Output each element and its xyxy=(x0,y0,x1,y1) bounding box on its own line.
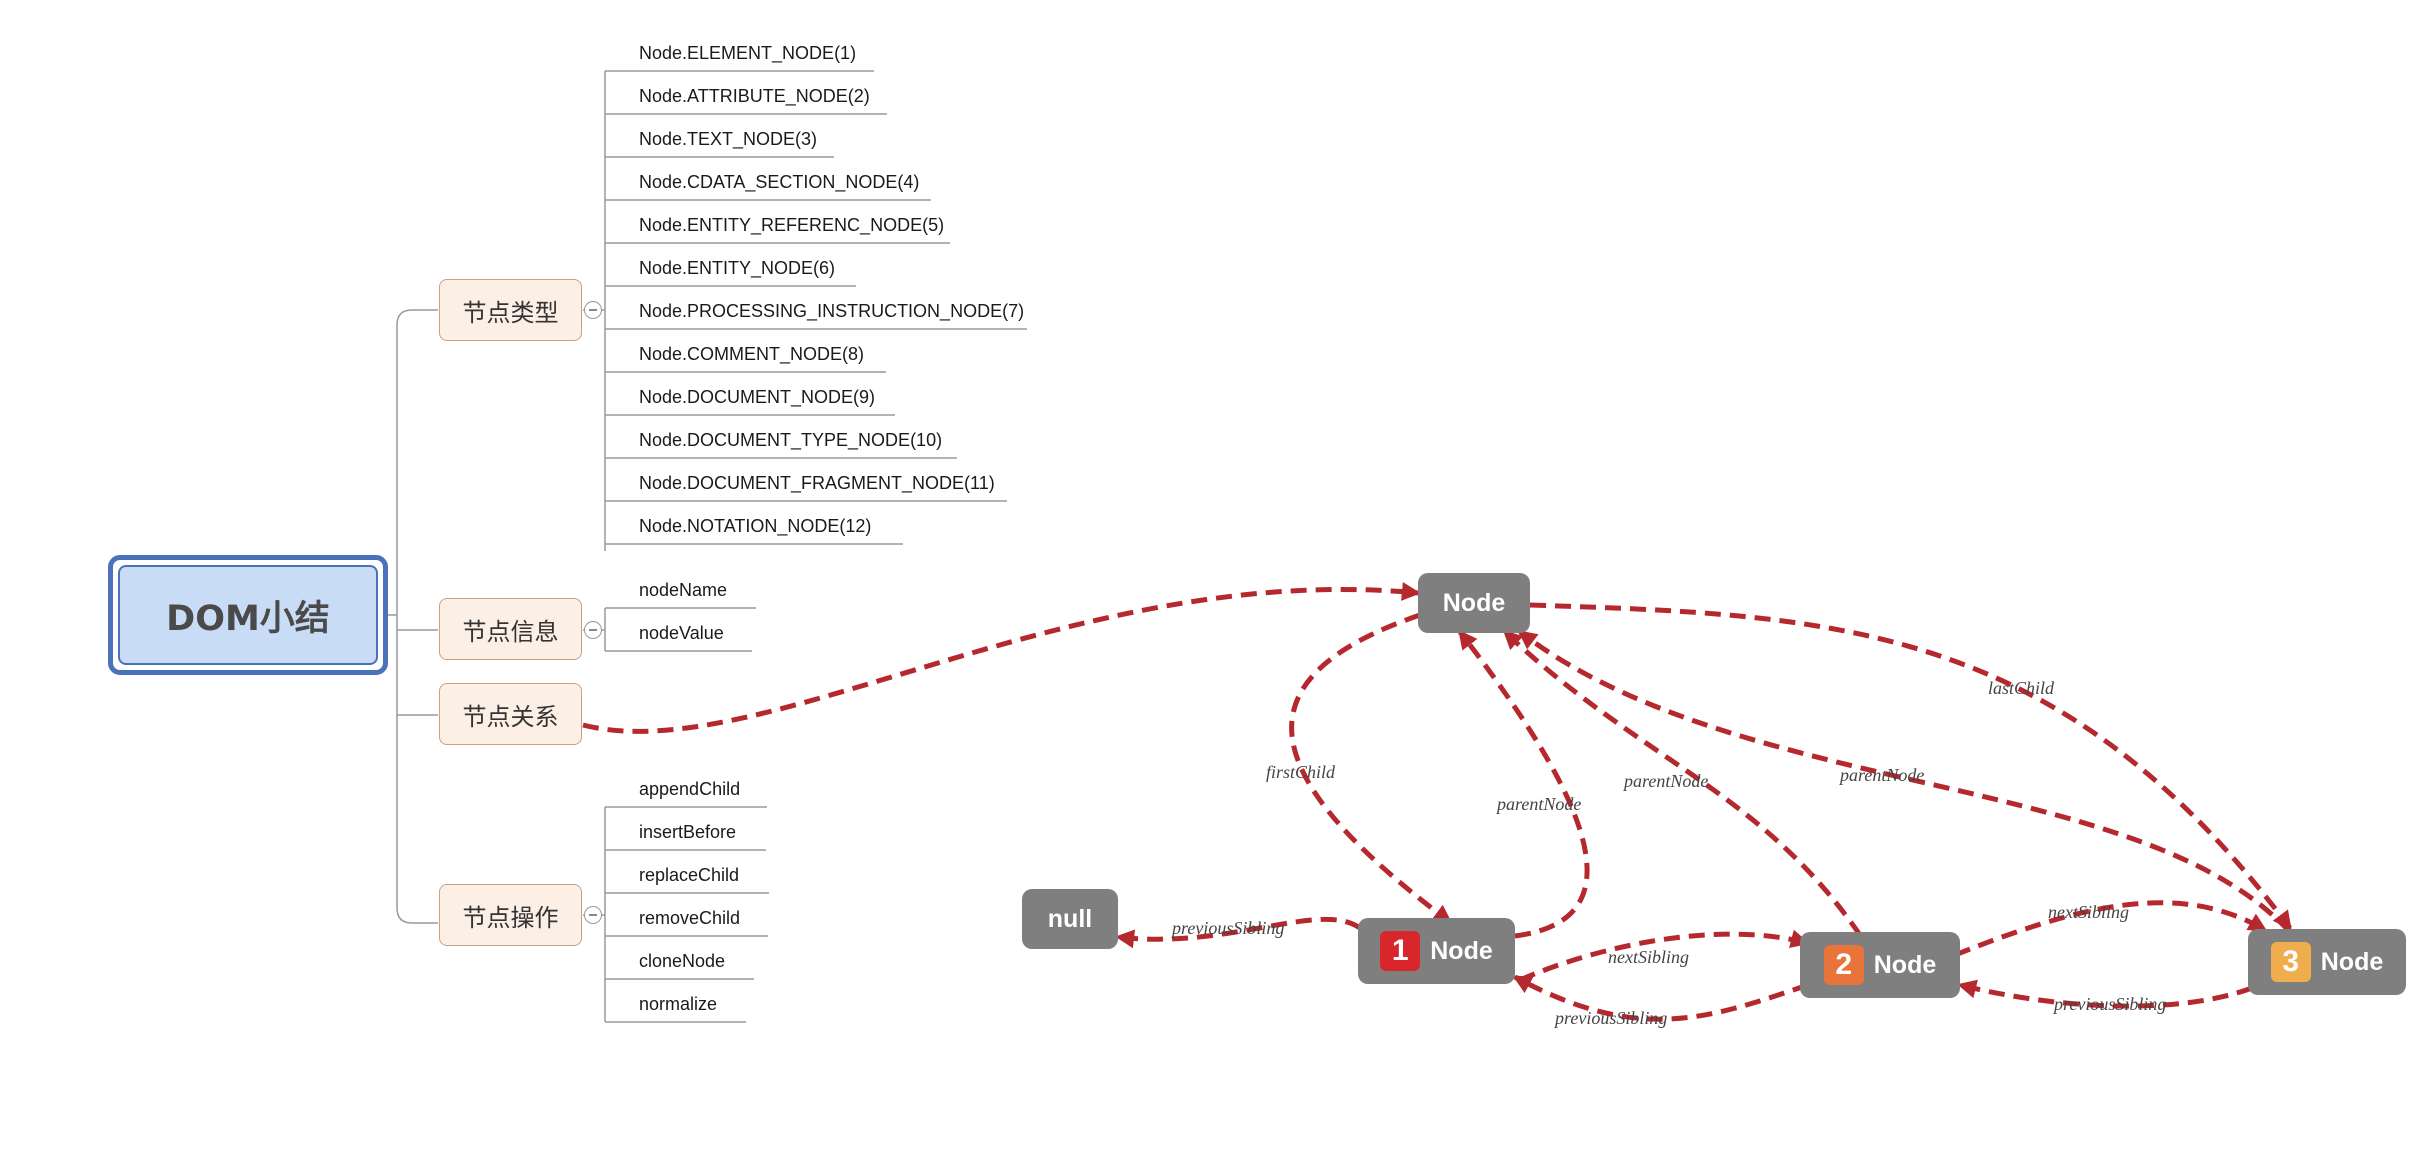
leaf-normalize[interactable]: normalize xyxy=(639,994,718,1014)
graph-child-node-2[interactable]: 2 Node xyxy=(1800,932,1960,998)
edge-label-nextSibling-2-3: nextSibling xyxy=(2048,902,2129,922)
topic-node-ops[interactable]: 节点操作 xyxy=(439,884,582,946)
edge-prev-2-1 xyxy=(1512,974,1809,1022)
graph-parent-node[interactable]: Node xyxy=(1418,573,1530,633)
leaf-processing-instruction-node[interactable]: Node.PROCESSING_INSTRUCTION_NODE(7) xyxy=(639,301,1025,321)
leaf-cdata-section-node[interactable]: Node.CDATA_SECTION_NODE(4) xyxy=(639,172,920,192)
graph-null-node-label: null xyxy=(1047,904,1093,933)
leaf-attribute-node[interactable]: Node.ATTRIBUTE_NODE(2) xyxy=(639,86,870,106)
topic-node-types-label: 节点类型 xyxy=(462,298,559,327)
leaf-nodeName[interactable]: nodeName xyxy=(639,580,728,600)
edge-label-previousSibling-2-1: previousSibling xyxy=(1555,1008,1668,1028)
graph-child-node-1-label: Node xyxy=(1430,936,1493,965)
edge-prev-3-2 xyxy=(1957,979,2253,1009)
graph-child-node-2-label: Node xyxy=(1873,950,1937,979)
topic-node-ops-label: 节点操作 xyxy=(462,903,559,932)
graph-child-node-3[interactable]: 3 Node xyxy=(2248,929,2406,995)
collapse-node-ops-toggle[interactable] xyxy=(584,906,602,924)
leaf-notation-node[interactable]: Node.NOTATION_NODE(12) xyxy=(639,516,872,536)
leaf-entity-node[interactable]: Node.ENTITY_NODE(6) xyxy=(639,258,836,278)
graph-child-node-3-label: Node xyxy=(2320,947,2384,976)
topic-node-info[interactable]: 节点信息 xyxy=(439,598,582,660)
badge-2-icon: 2 xyxy=(1823,945,1864,985)
edge-firstChild xyxy=(1289,612,1453,925)
leaf-entity-reference-node[interactable]: Node.ENTITY_REFERENC_NODE(5) xyxy=(639,215,945,235)
leaf-document-type-node[interactable]: Node.DOCUMENT_TYPE_NODE(10) xyxy=(639,430,943,450)
edge-parent-from-3 xyxy=(1517,630,2292,934)
edge-prev-null xyxy=(1115,916,1362,949)
edge-label-nextSibling-1-2: nextSibling xyxy=(1608,947,1689,967)
edge-label-lastChild: lastChild xyxy=(1988,678,2055,698)
edge-label-parentNode-2: parentNode xyxy=(1624,771,1709,791)
topic-node-relations[interactable]: 节点关系 xyxy=(439,683,582,745)
leaf-replaceChild[interactable]: replaceChild xyxy=(639,865,740,885)
edge-next-2-3 xyxy=(1954,900,2268,958)
edge-label-parentNode-3: parentNode xyxy=(1840,765,1925,785)
root-topic[interactable]: DOM小结 xyxy=(108,555,388,675)
node-types-bracket xyxy=(604,70,1027,551)
leaf-removeChild[interactable]: removeChild xyxy=(639,908,741,928)
tree-trunk-connector xyxy=(388,309,438,924)
edge-next-1-2 xyxy=(1518,929,1810,983)
leaf-comment-node[interactable]: Node.COMMENT_NODE(8) xyxy=(639,344,865,364)
leaf-appendChild[interactable]: appendChild xyxy=(639,779,741,799)
edge-relation-to-node xyxy=(582,582,1421,734)
edge-label-firstChild: firstChild xyxy=(1266,762,1336,782)
topic-node-relations-label: 节点关系 xyxy=(462,702,559,731)
edge-label-previousSibling-3-2: previousSibling xyxy=(2054,994,2167,1014)
leaf-insertBefore[interactable]: insertBefore xyxy=(639,822,737,842)
edge-label-previousSibling-null: previousSibling xyxy=(1172,918,1285,938)
badge-1-icon: 1 xyxy=(1380,931,1421,971)
leaf-text-node[interactable]: Node.TEXT_NODE(3) xyxy=(639,129,818,149)
edge-label-parentNode-1: parentNode xyxy=(1497,794,1582,814)
collapse-node-types-toggle[interactable] xyxy=(584,301,602,319)
leaf-nodeValue[interactable]: nodeValue xyxy=(639,623,724,643)
collapse-stubs xyxy=(583,309,605,916)
root-topic-label: DOM小结 xyxy=(118,565,378,665)
leaf-element-node[interactable]: Node.ELEMENT_NODE(1) xyxy=(639,43,857,63)
topic-node-info-label: 节点信息 xyxy=(462,617,559,646)
edge-parent-from-1 xyxy=(1458,629,1590,939)
collapse-node-info-toggle[interactable] xyxy=(584,621,602,639)
leaf-document-fragment-node[interactable]: Node.DOCUMENT_FRAGMENT_NODE(11) xyxy=(639,473,995,493)
graph-parent-node-label: Node xyxy=(1442,588,1506,617)
graph-child-node-1[interactable]: 1 Node xyxy=(1358,918,1515,984)
graph-null-node[interactable]: null xyxy=(1022,889,1118,949)
edge-lastChild xyxy=(1529,602,2293,931)
topic-node-types[interactable]: 节点类型 xyxy=(439,279,582,341)
leaf-document-node[interactable]: Node.DOCUMENT_NODE(9) xyxy=(639,387,876,407)
edge-parent-from-2 xyxy=(1502,630,1863,937)
leaf-cloneNode[interactable]: cloneNode xyxy=(639,951,726,971)
badge-3-icon: 3 xyxy=(2270,942,2311,982)
